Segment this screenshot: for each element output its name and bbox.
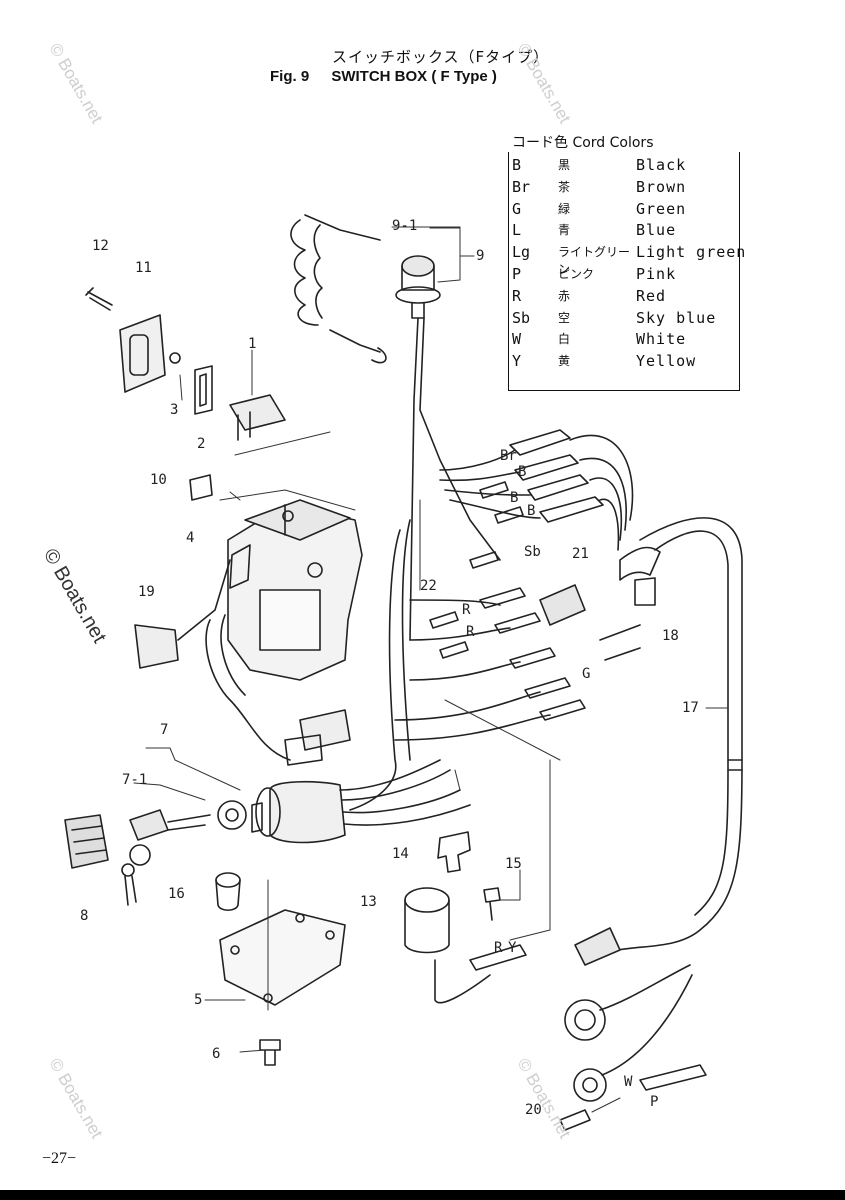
callout-18: 18 <box>662 628 679 644</box>
legend-code: P <box>512 265 522 283</box>
legend-japanese: 赤 <box>558 288 571 303</box>
callout-8: 8 <box>80 908 89 924</box>
callout-7: 7 <box>160 722 169 738</box>
callout-22: 22 <box>420 578 437 594</box>
callout-9-1: 9-1 <box>392 218 418 234</box>
washer-part <box>169 352 181 364</box>
callout-6: 6 <box>212 1046 221 1062</box>
legend-english: Pink <box>636 265 677 283</box>
callout-16: 16 <box>168 886 185 902</box>
connector-19 <box>134 624 179 669</box>
switch-part <box>229 394 286 431</box>
legend-code: Sb <box>512 308 531 327</box>
legend-japanese: 黒 <box>558 158 571 172</box>
lanyard-cord <box>290 214 387 364</box>
rubber-sleeve <box>404 887 450 954</box>
wire-label-r: R <box>462 602 471 618</box>
wire-label-w: W <box>624 1074 633 1090</box>
legend-english: Yellow <box>636 352 697 371</box>
legend-english: Sky blue <box>636 308 717 327</box>
screw-part <box>85 287 113 311</box>
wire-label-r: R <box>494 940 503 956</box>
figure-title-english: SWITCH BOX ( F Type ) <box>331 68 497 85</box>
legend-header: コード色 Cord Colors <box>512 135 654 151</box>
screw-15 <box>483 887 501 921</box>
bottom-border <box>0 1190 845 1200</box>
legend-japanese: 白 <box>558 332 571 347</box>
legend-english: Brown <box>636 177 687 196</box>
main-harness <box>349 529 401 811</box>
legend-code: G <box>512 199 522 218</box>
figure-title: Fig. 9 SWITCH BOX ( F Type ) <box>270 68 497 85</box>
mounting-plate <box>119 314 166 393</box>
legend-code: Lg <box>512 243 531 262</box>
legend-japanese: ピンク <box>558 267 595 281</box>
callout-11: 11 <box>135 260 152 276</box>
legend-code: Y <box>512 352 522 371</box>
callout-2: 2 <box>197 436 206 452</box>
callout-17: 17 <box>682 700 699 716</box>
wire-label-b: B <box>518 464 527 480</box>
callout-20: 20 <box>525 1102 542 1118</box>
callout-4: 4 <box>186 530 195 546</box>
ignition-key <box>121 809 211 906</box>
bolt-part <box>259 1039 281 1066</box>
legend-japanese: 緑 <box>558 201 571 216</box>
clamp-part <box>437 831 471 873</box>
switch-box-body <box>227 499 363 681</box>
bottom-connectors <box>559 927 707 1131</box>
callout-14: 14 <box>392 846 409 862</box>
callout-9: 9 <box>476 248 485 264</box>
callout-19: 19 <box>138 584 155 600</box>
wire-label-r: R <box>466 624 475 640</box>
mounting-plate-5 <box>219 909 346 1006</box>
callout-13: 13 <box>360 894 377 910</box>
legend-japanese: 黄 <box>558 354 571 369</box>
legend-code: B <box>512 156 522 174</box>
connector-21 <box>539 584 586 626</box>
callout-21: 21 <box>572 546 589 562</box>
page-number: −27− <box>42 1150 77 1167</box>
legend-english: Light green <box>636 243 747 262</box>
legend-japanese: 空 <box>558 310 571 325</box>
legend-code: W <box>512 330 522 349</box>
legend-code: L <box>512 221 522 240</box>
legend-english: Black <box>636 156 687 174</box>
legend-code: R <box>512 286 522 305</box>
legend-japanese: ライトグリーン <box>558 245 631 277</box>
wire-label-b: B <box>527 503 536 519</box>
callout-12: 12 <box>92 238 109 254</box>
callout-10: 10 <box>150 472 167 488</box>
callout-7-1: 7-1 <box>122 772 148 788</box>
stop-switch <box>395 255 441 319</box>
wire-label-sb: Sb <box>524 544 541 560</box>
wire-label-y: Y <box>508 940 517 956</box>
legend-english: White <box>636 330 687 349</box>
nut-ring <box>215 872 241 912</box>
figure-number: Fig. 9 <box>270 68 310 85</box>
cord-color-legend <box>508 152 740 391</box>
callout-15: 15 <box>505 856 522 872</box>
wire-label-br: Br <box>500 448 517 464</box>
legend-japanese: 茶 <box>558 179 571 194</box>
legend-english: Blue <box>636 221 677 240</box>
callout-5: 5 <box>194 992 203 1008</box>
callout-1: 1 <box>248 336 257 352</box>
legend-english: Red <box>636 286 667 305</box>
key-boot <box>64 814 109 869</box>
wire-label-g: G <box>582 666 591 682</box>
legend-japanese: 青 <box>558 223 571 238</box>
figure-title-japanese: スイッチボックス（Fタイプ） <box>332 48 550 66</box>
bracket-part <box>194 365 213 415</box>
main-switch <box>217 759 471 844</box>
legend-code: Br <box>512 177 531 196</box>
wire-label-p: P <box>650 1094 659 1110</box>
legend-english: Green <box>636 199 687 218</box>
wire-label-b: B <box>510 490 519 506</box>
callout-3: 3 <box>170 402 179 418</box>
